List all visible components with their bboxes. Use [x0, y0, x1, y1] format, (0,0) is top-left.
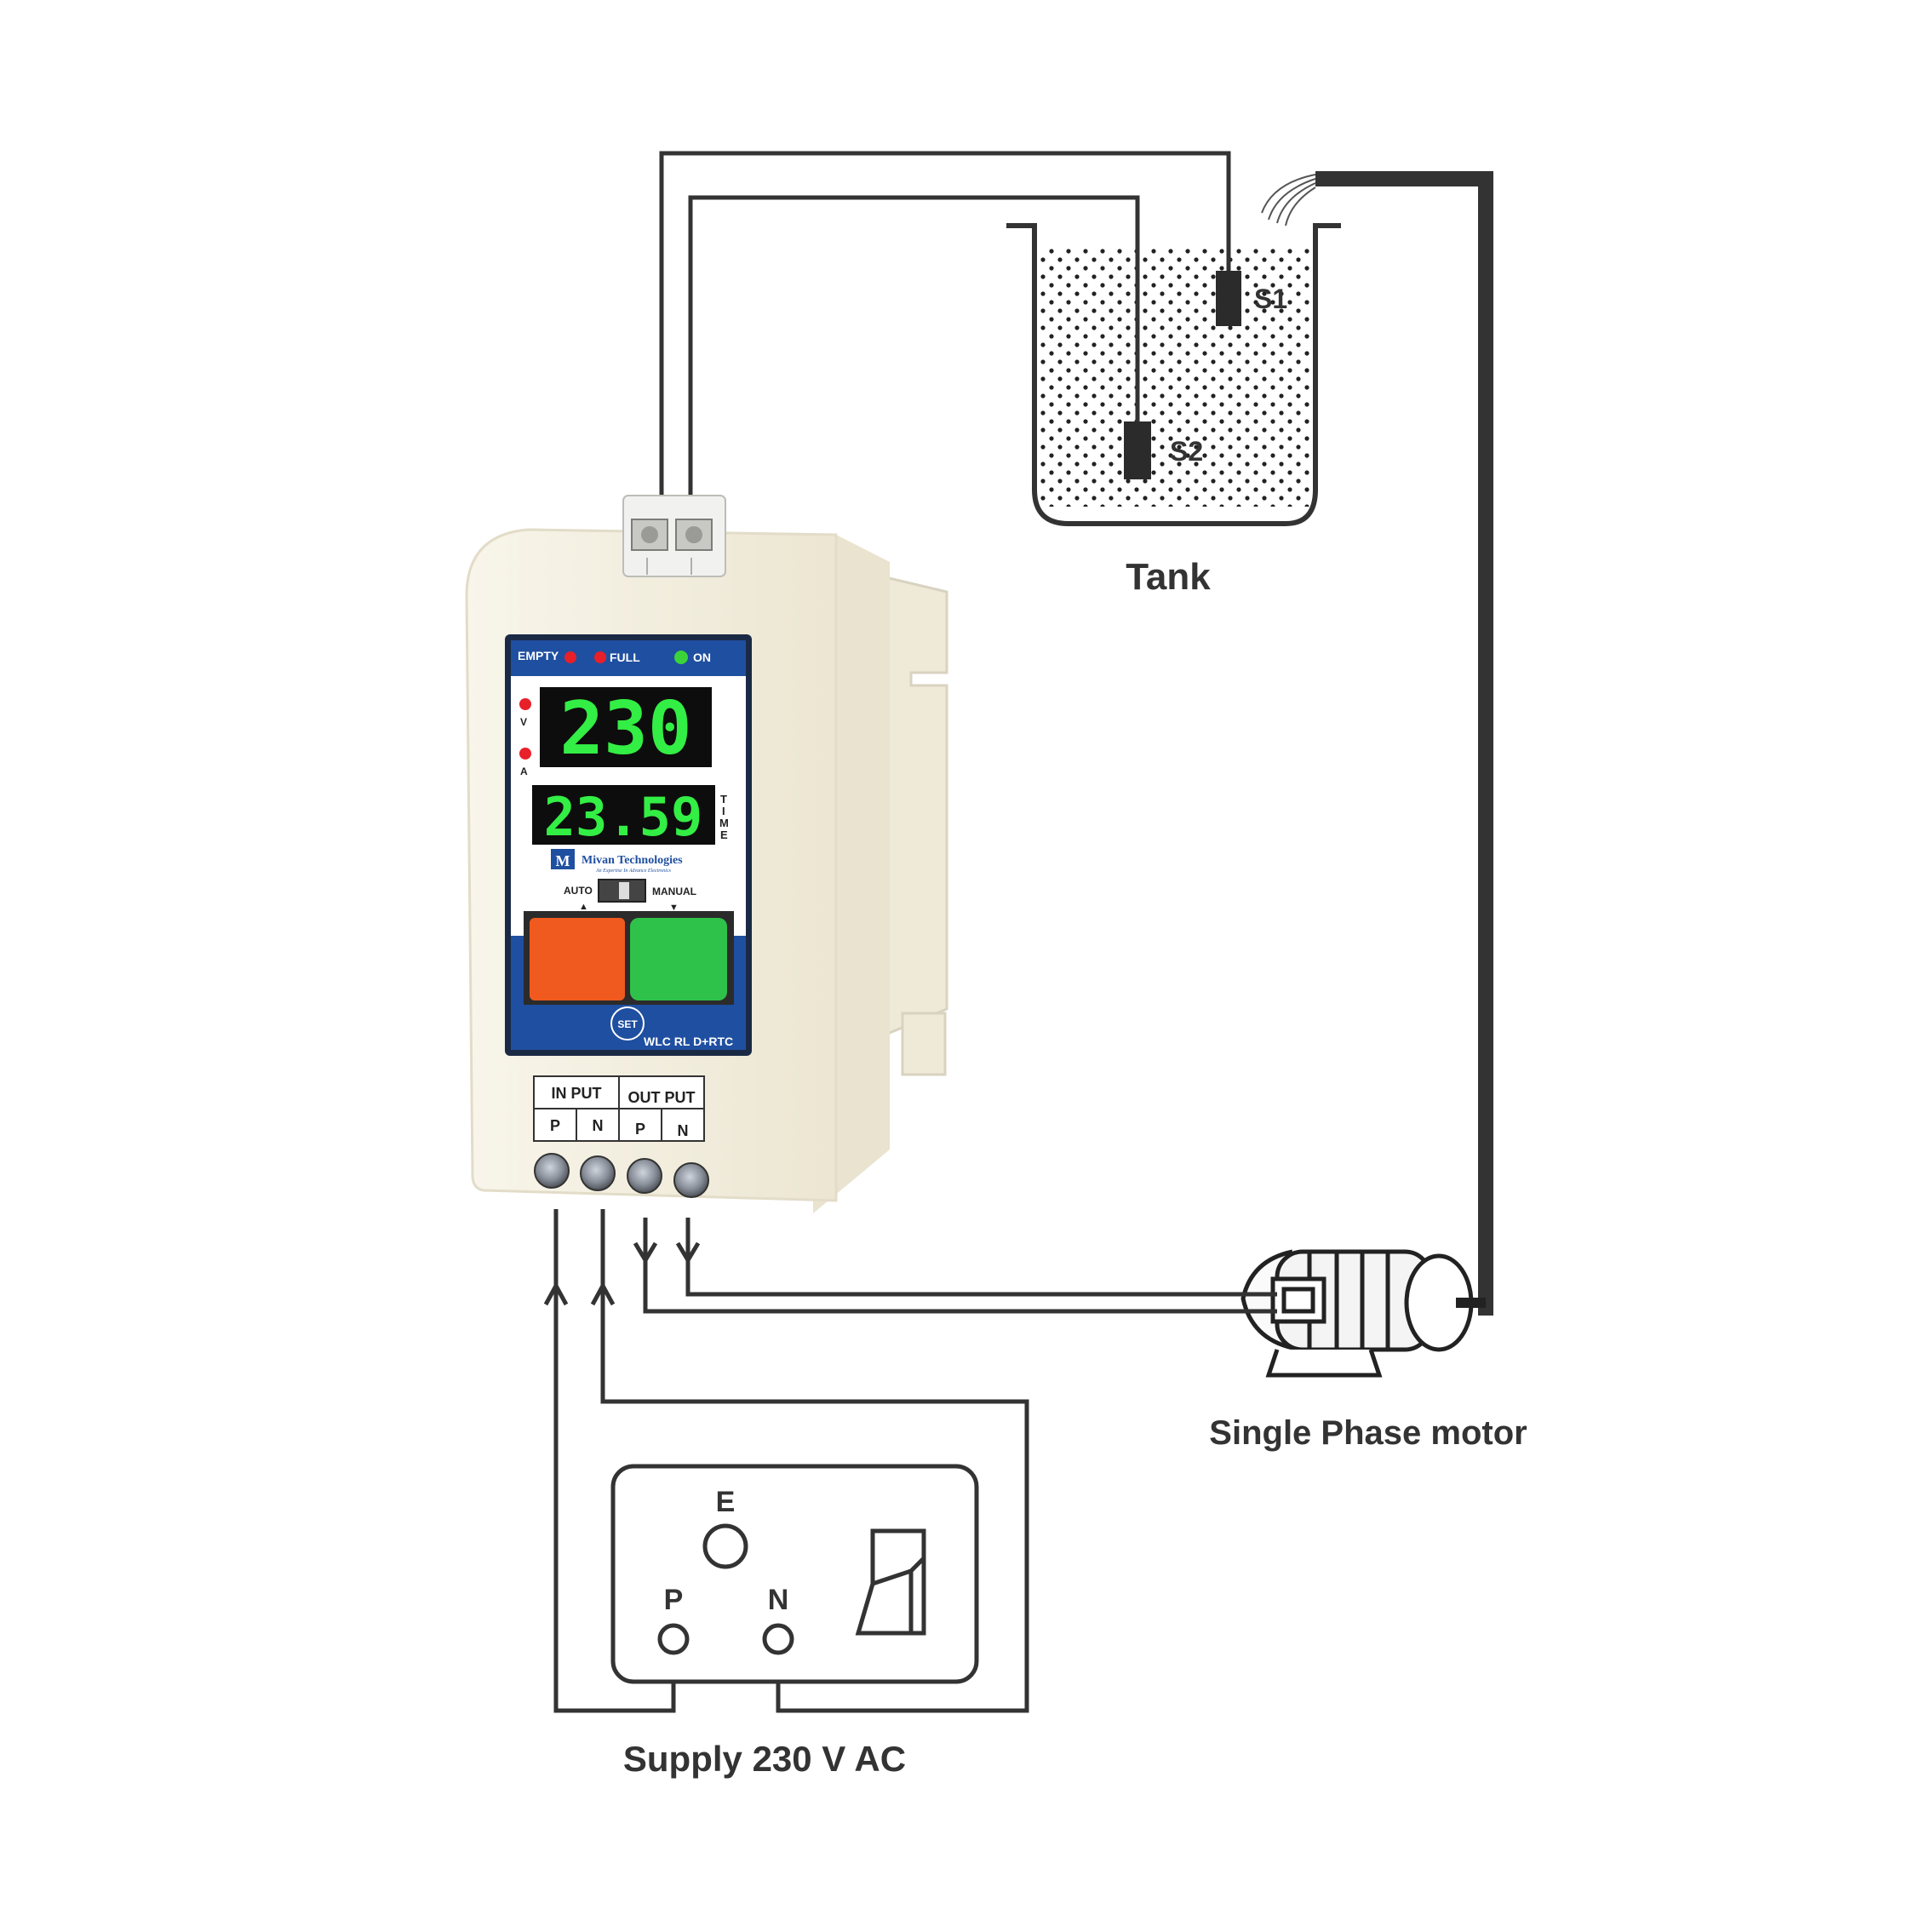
supply-label: Supply 230 V AC: [623, 1739, 906, 1779]
set-button-label: SET: [617, 1018, 638, 1030]
cable-gland: [673, 1162, 709, 1198]
amp-led: [519, 748, 531, 760]
tank: S1 S2 Tank: [659, 151, 1341, 598]
indicator-empty-label: EMPTY: [518, 649, 559, 662]
cable-gland: [580, 1155, 616, 1191]
sensor-wire-s1: [659, 151, 1231, 507]
tank-outline: [1006, 223, 1341, 526]
on-led: [674, 651, 688, 664]
socket-switch-icon: [855, 1528, 926, 1636]
time-display: [532, 785, 715, 845]
phase-label: P: [664, 1584, 684, 1616]
voltage-readout: 230: [559, 686, 691, 771]
switch-auto-label: AUTO: [564, 885, 593, 897]
manual-arrow-icon: ▼: [669, 903, 679, 913]
phase-terminal: [657, 1623, 690, 1655]
time-label-i: I: [722, 805, 725, 817]
sensor-terminal-block: [622, 495, 726, 577]
brand-logo-letter: M: [556, 852, 570, 869]
neutral-terminal: [762, 1623, 794, 1655]
motor-label: Single Phase motor: [1209, 1414, 1527, 1452]
full-led: [594, 651, 606, 663]
input-p-label: P: [550, 1117, 560, 1134]
volt-led: [519, 698, 531, 710]
indicator-full-label: FULL: [610, 651, 640, 664]
brand-name: Mivan Technologies: [582, 854, 683, 867]
output-n-label: N: [678, 1122, 689, 1139]
switch-manual-label: MANUAL: [652, 886, 696, 897]
sensor-s2: [1124, 421, 1151, 479]
time-label-e: E: [720, 828, 728, 841]
mounting-flange: [884, 576, 948, 1076]
water-spray: [1261, 174, 1316, 226]
tank-label: Tank: [1126, 556, 1211, 598]
delivery-pipe: [1315, 171, 1493, 1316]
brand-tagline: An Expertise In Advance Electronics: [595, 869, 672, 874]
set-button[interactable]: [610, 1006, 645, 1041]
output-label: OUT PUT: [628, 1089, 696, 1106]
brand-logo-icon: [551, 849, 575, 869]
model-label: WLC RL D+RTC: [644, 1035, 733, 1048]
output-p-label: P: [635, 1121, 645, 1138]
empty-led: [564, 651, 576, 663]
output-wires: [633, 1218, 1277, 1314]
time-label-t: T: [720, 793, 727, 805]
sensor-s2-label: S2: [1170, 436, 1203, 467]
start-button[interactable]: [630, 918, 727, 1000]
auto-arrow-icon: ▲: [579, 902, 588, 912]
sensor-s1-label: S1: [1254, 284, 1287, 314]
input-n-label: N: [593, 1117, 604, 1134]
sensor-wire-s2: [688, 195, 1140, 507]
earth-label: E: [716, 1486, 736, 1518]
neutral-label: N: [768, 1584, 789, 1616]
switch-lever: [619, 882, 629, 899]
cable-gland: [627, 1158, 662, 1194]
time-readout: 23.59: [544, 786, 703, 848]
voltage-display: [540, 687, 712, 767]
cable-gland: [534, 1153, 570, 1189]
supply-socket: E P N: [610, 1464, 979, 1684]
sensor-s1: [1216, 271, 1241, 326]
stop-button[interactable]: [530, 918, 625, 1000]
input-label: IN PUT: [551, 1085, 601, 1102]
single-phase-motor: [1241, 1249, 1486, 1378]
panel-top-band: [511, 640, 746, 676]
controller-unit: EMPTY FULL ON V A 230 23.59 T I M E M Mi…: [465, 495, 948, 1213]
amp-label: A: [520, 765, 528, 777]
tank-water: [1040, 247, 1315, 507]
volt-label: V: [520, 716, 527, 728]
time-label-m: M: [719, 817, 729, 829]
io-terminal-labels: IN PUT OUT PUT P N P N: [533, 1075, 705, 1142]
earth-terminal: [702, 1523, 748, 1569]
indicator-on-label: ON: [693, 651, 711, 664]
